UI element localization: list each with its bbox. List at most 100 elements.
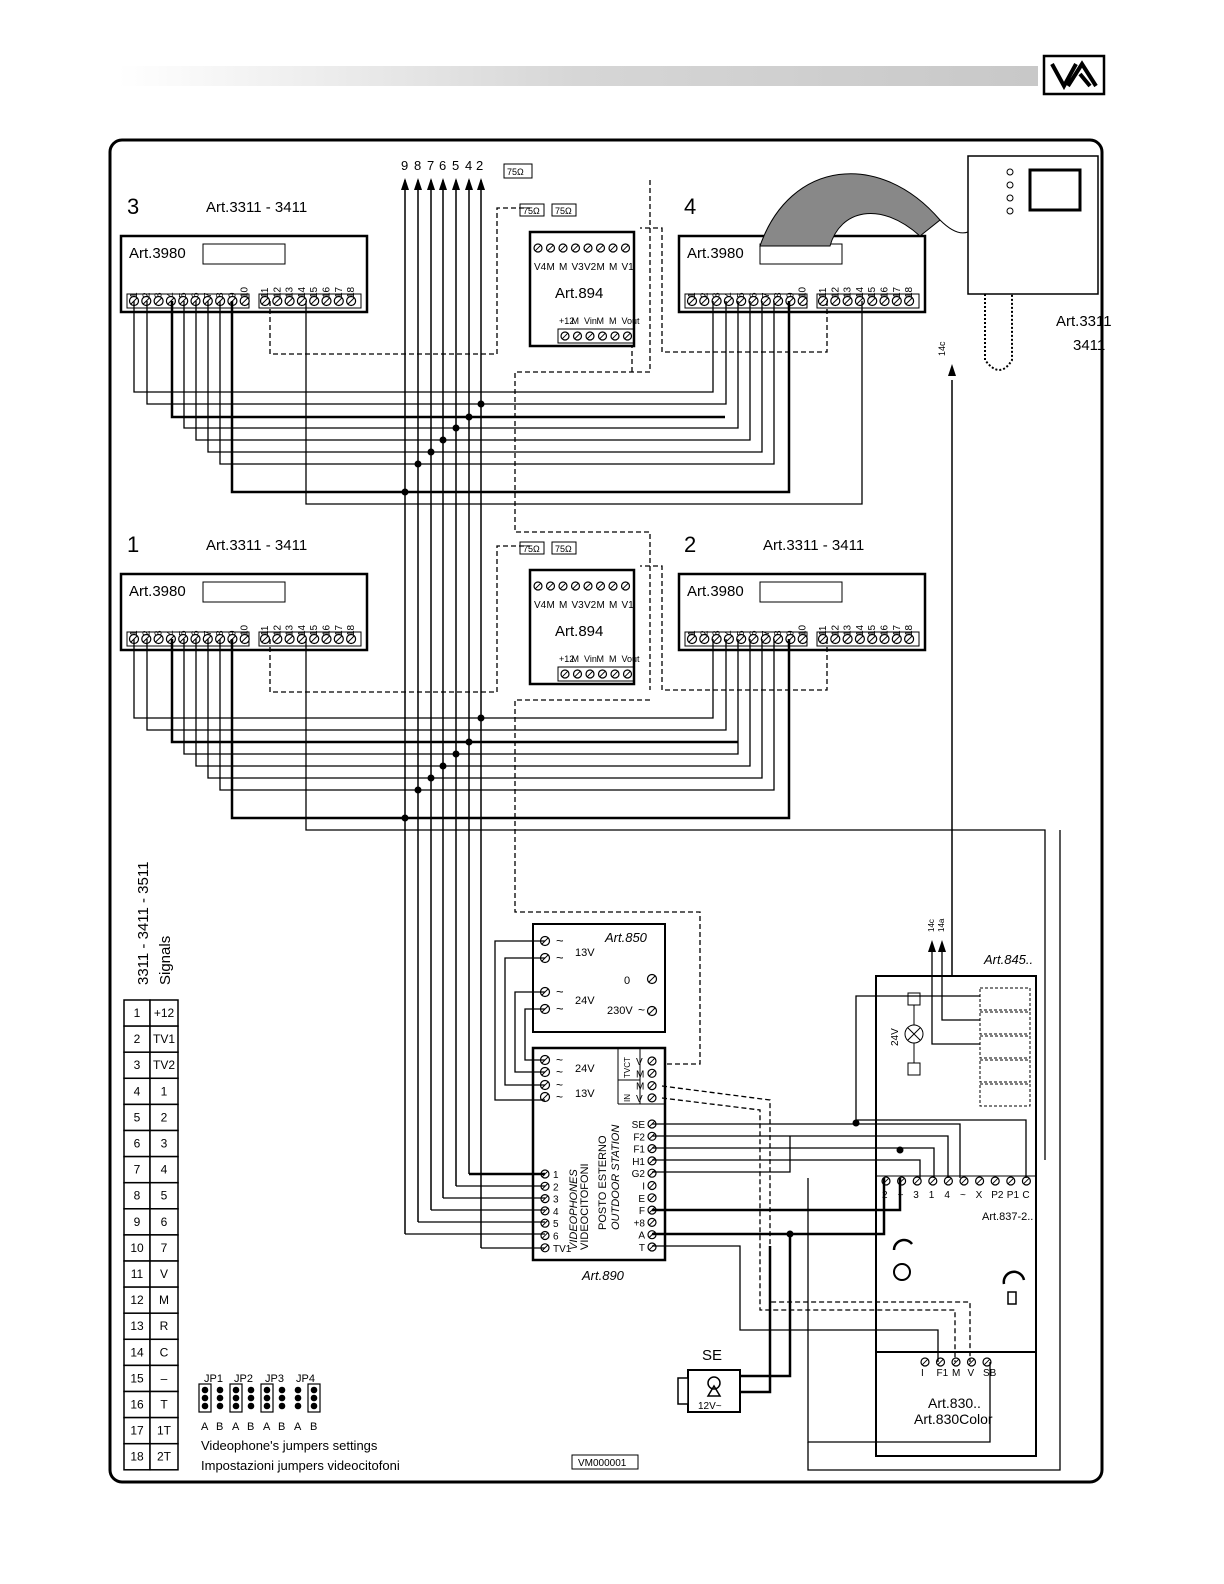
power-wiring: [494, 940, 545, 1101]
art890-right-term: H1: [632, 1157, 645, 1168]
signal-number: 10: [130, 1241, 144, 1255]
jumper-pin: [263, 1402, 271, 1410]
signals-title-line1: 3311 - 3411 - 3511: [135, 862, 152, 985]
header-bar: [118, 66, 1038, 86]
terminal-number: 16: [322, 286, 333, 298]
jumper-pin: [216, 1386, 224, 1394]
signal-number: 11: [131, 1267, 144, 1281]
speaker-icon: [892, 1238, 1026, 1305]
electric-lock-se: SE 12V~: [677, 1347, 741, 1413]
jumper-pin: [263, 1386, 271, 1394]
videophone-monitor: Art.3311 3411 14c: [759, 155, 1112, 1005]
jumper-pin: [310, 1386, 318, 1394]
art845-arrow-label-2: 14a: [937, 918, 946, 932]
terminal-number: 5: [736, 292, 747, 298]
terminal-number: 9: [227, 292, 238, 298]
terminal-number: 1: [687, 292, 698, 298]
distributor-title: Art.894: [555, 285, 603, 302]
terminal-number: 10: [240, 286, 251, 298]
distributor-top-label: M: [547, 262, 555, 273]
group-number-4: 4: [684, 194, 696, 219]
drawing-code-box: [571, 1454, 639, 1470]
signal-name: V: [160, 1267, 168, 1281]
terminal-number: 6: [749, 630, 760, 636]
terminal-number: 15: [867, 286, 878, 298]
terminal-number: 16: [322, 624, 333, 636]
distributor-top-label: V3: [572, 262, 585, 273]
terminal-number: 12: [830, 286, 841, 298]
distributor-bottom-label: M: [597, 654, 605, 664]
jumper-letter: A: [263, 1421, 271, 1433]
terminal-number: 1: [129, 292, 140, 298]
jumper-pin: [294, 1402, 302, 1410]
jumper-letter: B: [310, 1421, 317, 1433]
logo-text: VX: [1074, 103, 1076, 105]
distributor-top-label: V1: [622, 600, 635, 611]
signal-name: M: [159, 1293, 169, 1307]
terminal-number: 14: [855, 286, 866, 298]
distributor-bottom-label: Vout: [622, 316, 641, 326]
art890-vertical-2: VIDEOCITOFONI: [579, 1163, 591, 1250]
arrow-label: 4: [465, 158, 472, 173]
resistor-label: 75Ω: [507, 167, 524, 177]
psu-title: Art.850: [604, 930, 648, 945]
jumper-pin: [278, 1386, 286, 1394]
art890-left-term: 2: [553, 1182, 559, 1193]
jumper-pin: [310, 1402, 318, 1410]
terminal-number: 10: [798, 624, 809, 636]
board-label: Art.3980: [129, 583, 186, 600]
jumper-pin: [232, 1386, 240, 1394]
svg-text:~: ~: [556, 1090, 563, 1104]
terminal-number: 18: [904, 624, 915, 636]
terminal-number: 11: [818, 625, 829, 636]
drawing-code: VM000001: [578, 1458, 627, 1469]
terminal-number: 9: [785, 630, 796, 636]
terminal-number: 10: [798, 286, 809, 298]
group-model-3: Art.3311 - 3411: [206, 199, 307, 216]
signal-number: 16: [130, 1398, 144, 1412]
jumper-pin: [310, 1394, 318, 1402]
jumper-letter: A: [232, 1421, 240, 1433]
terminal-number: 6: [191, 630, 202, 636]
distributor-top-label: V1: [622, 262, 635, 273]
terminal-number: 7: [203, 292, 214, 298]
terminal-number: 11: [260, 625, 271, 636]
jumper-pin: [247, 1402, 255, 1410]
distributor-top-label: V2: [584, 262, 597, 273]
arrow-label: 7: [427, 158, 434, 173]
svg-text:~: ~: [556, 984, 564, 999]
arrow-label: 2: [476, 158, 483, 173]
psu-zero: 0: [624, 975, 630, 987]
terminal-number: 11: [818, 287, 829, 298]
diagram-frame: [108, 138, 1104, 1484]
art890-13v: 13V: [575, 1088, 595, 1100]
terminal-number: 4: [166, 292, 177, 298]
terminal-number: 13: [843, 286, 854, 298]
art890-left-term: TV1: [553, 1244, 572, 1255]
art890-right-top-term: V: [636, 1057, 643, 1068]
jumper-pin: [201, 1394, 209, 1402]
terminal-number: 14: [855, 624, 866, 636]
distributor-bottom-label: M: [609, 654, 617, 664]
vertical-bus: [404, 180, 482, 1248]
se-voltage: 12V~: [698, 1401, 722, 1412]
signal-name: –: [161, 1371, 168, 1385]
art890-right-term: T: [639, 1243, 645, 1254]
terminal-number: 13: [285, 624, 296, 636]
distributor-top-label: V4: [534, 600, 547, 611]
distributor-bottom-label: Vin: [584, 316, 597, 326]
terminal-number: 17: [892, 286, 903, 298]
terminal-number: 15: [309, 286, 320, 298]
signals-title: 3311 - 3411 - 3511 Signals: [135, 862, 174, 985]
arrow-label: 8: [414, 158, 421, 173]
art890-vertical-3: POSTO ESTERNO: [597, 1135, 609, 1230]
terminal-number: 7: [761, 292, 772, 298]
art890-tvct: TVCT: [623, 1057, 632, 1078]
jumper-pin: [294, 1386, 302, 1394]
signal-number: 13: [130, 1319, 144, 1333]
jumper-pin: [278, 1394, 286, 1402]
